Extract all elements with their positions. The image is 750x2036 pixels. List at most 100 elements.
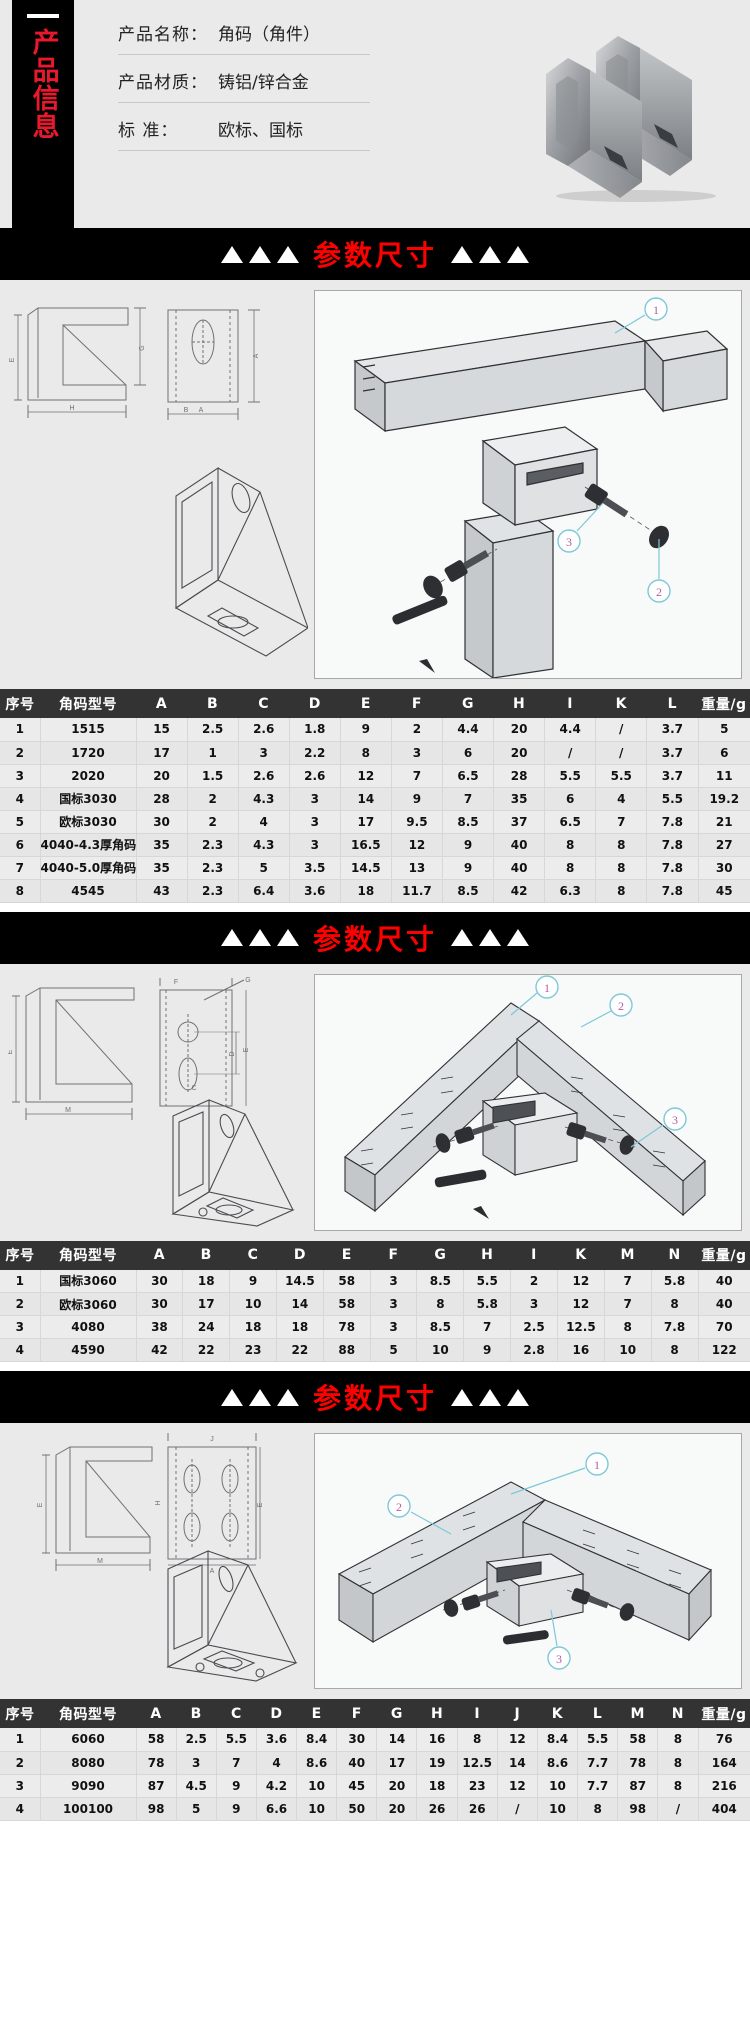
assembly-render-1: 1 2 3 xyxy=(314,290,742,679)
th-model: 角码型号 xyxy=(40,1240,136,1270)
cell-L: 5.5 xyxy=(646,787,699,811)
cell-weight: 70 xyxy=(698,1315,750,1339)
cell-F: 3 xyxy=(370,1269,418,1293)
table-row: 2 1720 17 1 3 2.2 8 3 6 20 / / 3.7 6 xyxy=(0,741,750,765)
cell-C: 9 xyxy=(216,1797,257,1821)
cell-F: 30 xyxy=(336,1728,378,1752)
cell-H: 40 xyxy=(493,833,546,857)
th-E: E xyxy=(296,1699,337,1728)
cell-I: 23 xyxy=(457,1774,498,1798)
table-row: 6 4040-4.3厚角码 35 2.3 4.3 3 16.5 12 9 40 … xyxy=(0,833,750,857)
triangle-up-icon xyxy=(276,245,299,263)
svg-text:M: M xyxy=(65,1107,71,1114)
cell-index: 1 xyxy=(0,1269,41,1293)
cell-A: 78 xyxy=(136,1751,177,1775)
cell-A: 28 xyxy=(136,787,188,811)
cell-M: 8 xyxy=(604,1315,652,1339)
cell-I: 3 xyxy=(510,1292,558,1316)
table-row: 2 8080 78 3 7 4 8.6 40 17 19 12.5 14 8.6… xyxy=(0,1751,750,1775)
svg-text:2: 2 xyxy=(656,585,662,599)
svg-text:3: 3 xyxy=(566,535,572,549)
product-info-row: 标 准： 欧标、国标 xyxy=(118,116,370,151)
cell-L: 5.5 xyxy=(577,1728,619,1752)
triangle-up-icon xyxy=(479,929,501,946)
cell-H: 5.8 xyxy=(463,1292,512,1316)
drawing-area-3: M E H E A J xyxy=(0,1423,750,1699)
cell-K: 16 xyxy=(557,1338,605,1362)
th-A: A xyxy=(136,1699,177,1728)
cell-I: 8 xyxy=(544,856,597,880)
th-D: D xyxy=(276,1240,324,1270)
technical-drawing-2d-2: M E D E F G C xyxy=(8,973,308,1231)
cell-F: 9 xyxy=(391,787,443,811)
triangle-up-icon-group-left xyxy=(220,929,299,946)
cell-I: 4.4 xyxy=(544,718,597,742)
svg-text:A: A xyxy=(210,1568,215,1575)
cell-I: 5.5 xyxy=(544,764,597,788)
th-A: A xyxy=(136,689,188,718)
product-name-value: 角码（角件） xyxy=(218,25,320,45)
cell-G: 20 xyxy=(376,1774,418,1798)
cell-E: 9 xyxy=(340,718,392,742)
cell-K: 10 xyxy=(537,1797,579,1821)
cell-I: 2 xyxy=(510,1269,558,1293)
svg-text:H: H xyxy=(69,405,74,412)
cell-H: 37 xyxy=(493,810,546,834)
cell-B: 5 xyxy=(176,1797,217,1821)
cell-F: 3 xyxy=(370,1292,418,1316)
technical-drawing-2d-1: H E G A A B xyxy=(8,290,308,679)
th-index: 序号 xyxy=(0,689,40,718)
cell-L: 7.7 xyxy=(577,1774,619,1798)
cell-E: 8 xyxy=(340,741,392,765)
cell-D: 3.6 xyxy=(256,1728,298,1752)
cell-G: 14 xyxy=(376,1728,418,1752)
cell-model: 100100 xyxy=(40,1797,137,1821)
table-row: 1 国标3060 30 18 9 14.5 58 3 8.5 5.5 2 12 … xyxy=(0,1269,750,1293)
table-row: 4 100100 98 5 9 6.6 10 50 20 26 26 / 10 … xyxy=(0,1797,750,1821)
cell-H: 40 xyxy=(493,856,546,880)
cell-model: 4545 xyxy=(40,879,137,903)
th-F: F xyxy=(370,1240,417,1270)
cell-G: 10 xyxy=(416,1338,465,1362)
svg-text:J: J xyxy=(210,1436,214,1443)
th-H: H xyxy=(416,1699,458,1728)
cell-B: 3 xyxy=(176,1751,217,1775)
cell-weight: 404 xyxy=(698,1797,750,1821)
product-info-rows: 产品名称： 角码（角件） 产品材质： 铸铝/锌合金 标 准： 欧标、国标 xyxy=(74,0,750,228)
cell-G: 9 xyxy=(442,833,495,857)
cell-M: 78 xyxy=(617,1751,659,1775)
cell-M: 7 xyxy=(604,1292,652,1316)
cell-H: 35 xyxy=(493,787,546,811)
cell-I: 6 xyxy=(544,787,597,811)
cell-L: 3.7 xyxy=(646,764,699,788)
svg-text:A: A xyxy=(253,353,260,358)
th-F: F xyxy=(336,1699,377,1728)
triangle-up-icon-group-right xyxy=(451,245,529,263)
cell-index: 3 xyxy=(0,1315,41,1339)
svg-text:1: 1 xyxy=(653,303,659,317)
cell-C: 23 xyxy=(229,1338,277,1362)
th-D: D xyxy=(256,1699,297,1728)
cell-index: 4 xyxy=(0,787,41,811)
triangle-up-icon xyxy=(451,929,473,946)
cell-E: 14 xyxy=(340,787,392,811)
cell-H: 20 xyxy=(493,741,546,765)
cell-N: 7.8 xyxy=(651,1315,699,1339)
cell-index: 8 xyxy=(0,879,41,903)
table-body: 1 6060 58 2.5 5.5 3.6 8.4 30 14 16 8 12 … xyxy=(0,1728,750,1821)
svg-text:G: G xyxy=(139,345,146,350)
product-material-label: 产品材质： xyxy=(118,73,208,93)
svg-text:E: E xyxy=(8,1049,14,1054)
cell-weight: 11 xyxy=(698,764,750,788)
cell-A: 20 xyxy=(136,764,188,788)
cell-E: 10 xyxy=(296,1797,338,1821)
svg-text:D: D xyxy=(229,1051,236,1056)
cell-model: 1720 xyxy=(40,741,137,765)
cell-G: 8 xyxy=(416,1292,465,1316)
cell-K: / xyxy=(595,718,648,742)
section-banner-title: 参数尺寸 xyxy=(312,1382,437,1415)
cell-B: 2 xyxy=(187,787,239,811)
cell-model: 4040-5.0厚角码 xyxy=(40,856,137,880)
cell-B: 24 xyxy=(182,1315,231,1339)
svg-text:F: F xyxy=(174,979,178,986)
